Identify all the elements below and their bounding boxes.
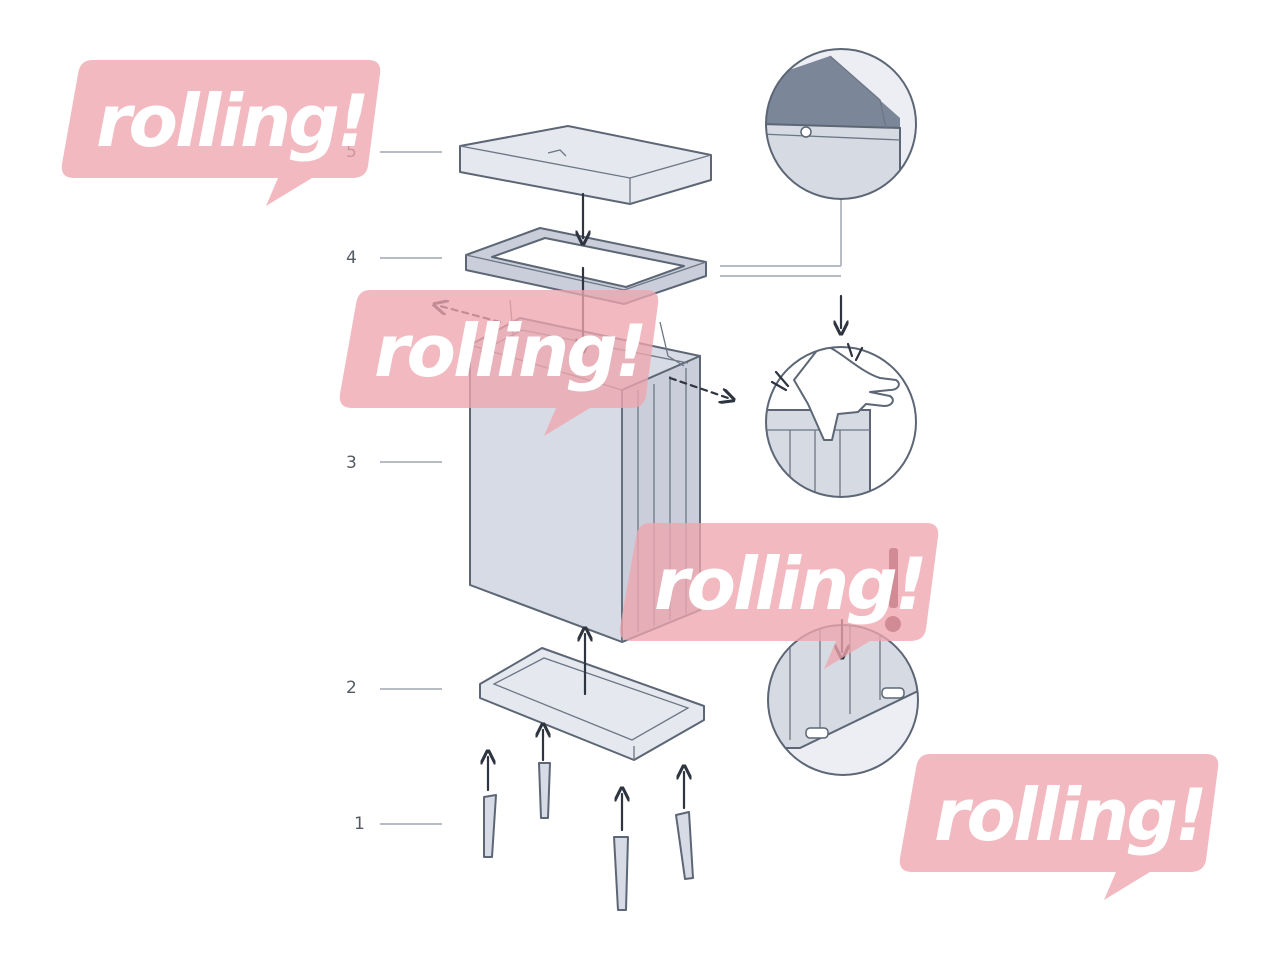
watermark-text-4: rolling! (934, 773, 1205, 857)
part-label-3: 3 (346, 453, 442, 473)
lid-illustration (459, 125, 712, 205)
part-number-3: 3 (346, 453, 357, 473)
part-number-4: 4 (346, 248, 357, 268)
part-label-1: 1 (354, 814, 442, 834)
legs-illustration (483, 762, 694, 911)
watermark-text-3: rolling! (654, 542, 925, 626)
watermark-text-1: rolling! (96, 79, 367, 163)
detail-press-rim (765, 342, 917, 498)
watermark-2: rolling! (339, 290, 659, 436)
watermark-text-2: rolling! (374, 309, 645, 393)
part-number-1: 1 (354, 814, 365, 834)
watermark-1: rolling! (61, 60, 381, 206)
detail-rim-clip (765, 48, 917, 200)
detail-connectors (720, 200, 841, 328)
part-label-4: 4 (346, 248, 442, 268)
part-number-2: 2 (346, 678, 357, 698)
watermark-4: rolling! (899, 754, 1219, 900)
base-tray-illustration (479, 647, 705, 761)
detail-tray-latch (767, 618, 919, 776)
watermark-3: rolling! (619, 523, 939, 669)
part-label-2: 2 (346, 678, 442, 698)
